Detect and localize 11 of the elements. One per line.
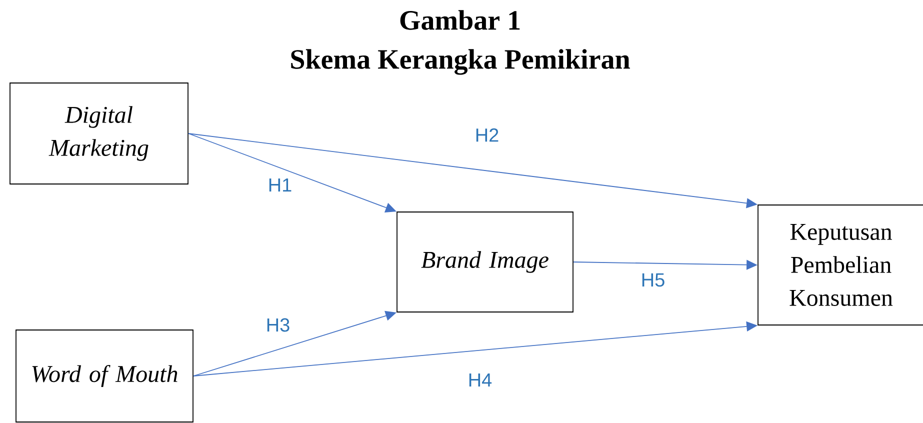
edge-label: H1: [266, 177, 294, 193]
edge-label: H2: [474, 127, 500, 143]
variable-box: Keputusan Pembelian Konsumen: [758, 204, 923, 326]
figure-subtitle: Skema Kerangka Pemikiran: [291, 49, 630, 75]
variable-box: Digital Marketing: [10, 82, 188, 184]
edge-label: H4: [466, 372, 494, 388]
figure-title: Gambar 1: [400, 10, 520, 30]
edge-label: H3: [264, 317, 292, 333]
variable-box: Word of Mouth: [16, 330, 194, 422]
variable-box: Brand Image: [396, 212, 574, 312]
edge-label: H5: [640, 272, 666, 288]
